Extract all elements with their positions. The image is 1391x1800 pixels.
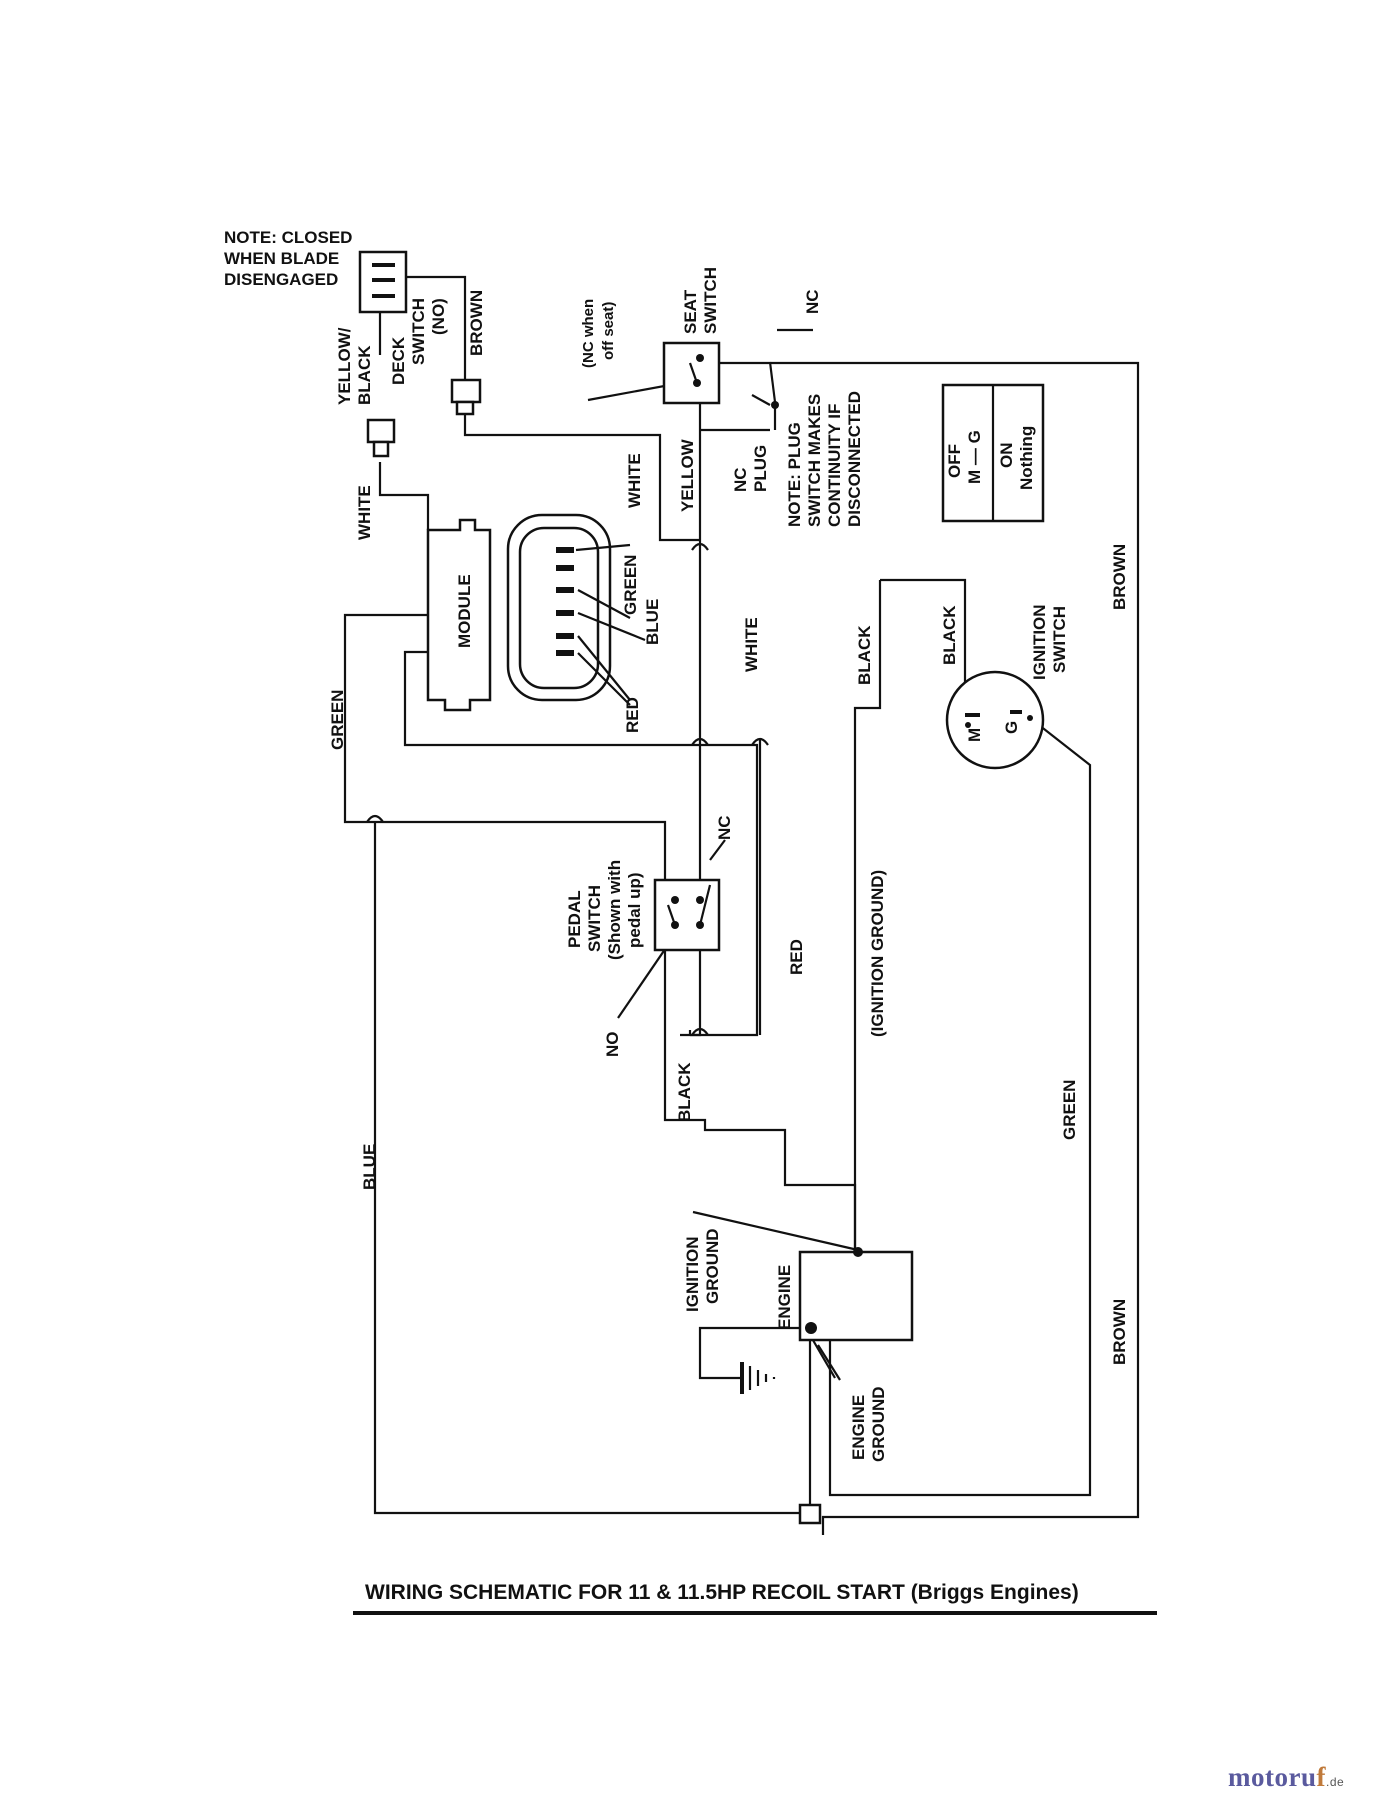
label-nc-plug: NC PLUG (731, 445, 770, 492)
svg-text:(NO): (NO) (429, 298, 448, 335)
svg-text:NC: NC (731, 467, 750, 492)
module (426, 518, 492, 712)
engine (798, 1247, 914, 1342)
svg-text:GROUND: GROUND (869, 1386, 888, 1462)
label-brown-right-bottom: BROWN (1110, 1299, 1129, 1365)
svg-text:(Shown with: (Shown with (605, 860, 624, 960)
svg-text:SWITCH: SWITCH (701, 267, 720, 334)
svg-text:ON: ON (997, 443, 1016, 469)
svg-text:SWITCH: SWITCH (585, 885, 604, 952)
svg-text:SWITCH MAKES: SWITCH MAKES (805, 394, 824, 527)
label-brown-deck: BROWN (467, 290, 486, 356)
label-green-harness: GREEN (621, 555, 640, 615)
svg-text:PEDAL: PEDAL (565, 890, 584, 948)
schematic-caption: WIRING SCHEMATIC FOR 11 & 11.5HP RECOIL … (365, 1581, 1079, 1604)
label-red-main: RED (787, 939, 806, 975)
note-plug-switch: NOTE: PLUG SWITCH MAKES CONTINUITY IF DI… (785, 391, 864, 527)
label-no-pedal: NO (603, 1032, 622, 1058)
label-blue-harness: BLUE (643, 599, 662, 645)
svg-text:Nothing: Nothing (1017, 426, 1036, 490)
note-closed-when-disengaged: NOTE: CLOSED WHEN BLADE DISENGAGED (224, 228, 352, 289)
svg-text:DECK: DECK (389, 336, 408, 385)
label-deck-switch: DECK SWITCH (NO) (389, 298, 448, 385)
harness-connector (506, 513, 646, 706)
svg-text:NOTE: PLUG: NOTE: PLUG (785, 422, 804, 527)
svg-text:SWITCH: SWITCH (1050, 606, 1069, 673)
label-terminal-m: M (965, 728, 984, 742)
label-yellow-black: YELLOW/ BLACK (335, 327, 374, 405)
label-black-pedal: BLACK (675, 1062, 694, 1122)
label-yellow: YELLOW (678, 438, 697, 512)
svg-text:off seat): off seat) (600, 302, 617, 360)
svg-text:DISCONNECTED: DISCONNECTED (845, 391, 864, 527)
svg-text:IGNITION: IGNITION (683, 1236, 702, 1312)
bullet-connector-white (366, 418, 396, 458)
label-white-module: WHITE (355, 485, 374, 540)
label-green-left: GREEN (328, 690, 347, 750)
svg-text:NOTE: CLOSED: NOTE: CLOSED (224, 228, 352, 247)
svg-text:YELLOW/: YELLOW/ (335, 327, 354, 405)
label-blue-left: BLUE (360, 1144, 379, 1190)
pedal-switch (653, 878, 721, 952)
label-seat-switch: SEAT SWITCH (681, 267, 720, 334)
svg-text:WHEN BLADE: WHEN BLADE (224, 249, 339, 268)
svg-text:IGNITION: IGNITION (1030, 604, 1049, 680)
watermark-logo: motoruf.de (1228, 1762, 1345, 1792)
label-nc-seat: NC (803, 289, 822, 314)
label-module: MODULE (455, 574, 474, 648)
ground-symbol (740, 1362, 776, 1394)
svg-text:CONTINUITY IF: CONTINUITY IF (825, 404, 844, 527)
label-white-harness: WHITE (625, 453, 644, 508)
label-engine-ground: ENGINE GROUND (849, 1386, 888, 1462)
nc-plug (751, 361, 779, 430)
svg-text:GROUND: GROUND (703, 1228, 722, 1304)
label-engine: ENGINE (775, 1265, 794, 1330)
svg-text:BLACK: BLACK (355, 345, 374, 405)
label-ignition-ground: IGNITION GROUND (683, 1228, 722, 1312)
label-pedal-switch: PEDAL SWITCH (Shown with pedal up) (565, 860, 644, 960)
svg-text:PLUG: PLUG (751, 445, 770, 492)
ignition-switch (945, 670, 1045, 770)
seat-switch (662, 341, 721, 405)
terminal-connector (798, 1503, 822, 1525)
label-black-ignition-switch: BLACK (940, 605, 959, 665)
svg-text:DISENGAGED: DISENGAGED (224, 270, 338, 289)
label-brown-right-top: BROWN (1110, 544, 1129, 610)
label-white-main: WHITE (742, 617, 761, 672)
label-green-ignition: GREEN (1060, 1080, 1079, 1140)
svg-text:(NC when: (NC when (580, 299, 597, 368)
label-ignition-switch: IGNITION SWITCH (1030, 604, 1069, 680)
label-black-ignition-top: BLACK (855, 625, 874, 685)
label-red-harness: RED (623, 697, 642, 733)
ignition-state-table (941, 383, 1045, 523)
svg-text:M — G: M — G (965, 430, 984, 484)
deck-switch (358, 250, 408, 314)
svg-text:SWITCH: SWITCH (409, 298, 428, 365)
label-state-table-off: OFF M — G (945, 430, 984, 484)
label-seat-nc-when-off: (NC when off seat) (580, 299, 617, 368)
svg-text:SEAT: SEAT (681, 289, 700, 334)
label-state-table-on: ON Nothing (997, 426, 1036, 490)
svg-text:ENGINE: ENGINE (849, 1395, 868, 1460)
svg-text:OFF: OFF (945, 444, 964, 478)
label-terminal-g: G (1002, 721, 1021, 734)
bullet-connector-brown (450, 378, 482, 416)
wire-crossings (366, 542, 769, 1036)
label-ignition-ground-wire: (IGNITION GROUND) (868, 870, 887, 1037)
label-nc-pedal: NC (715, 815, 734, 840)
svg-text:pedal up): pedal up) (625, 872, 644, 948)
